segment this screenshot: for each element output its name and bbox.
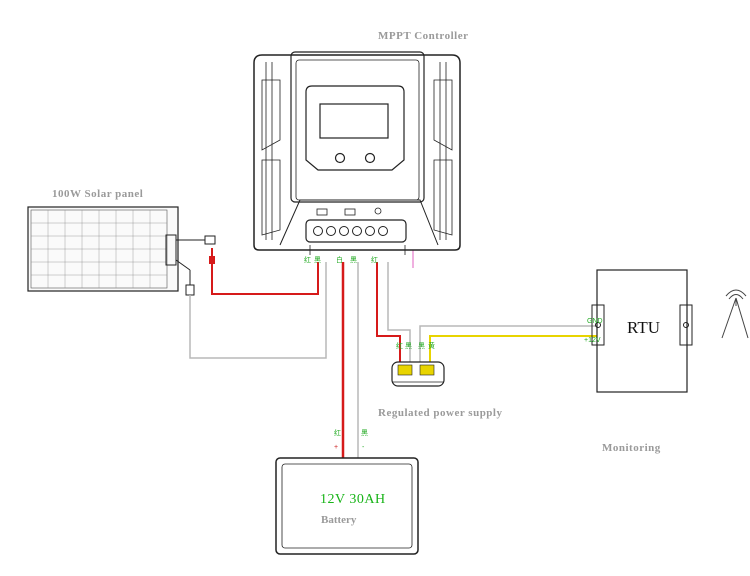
battery [275, 457, 419, 555]
tag-load-red: 红 [371, 257, 378, 264]
battery-label: Battery [321, 514, 357, 526]
solar-panel [27, 206, 216, 296]
tag-psu-black: 黑 [405, 343, 412, 350]
tag-bat-red: 红 [334, 430, 341, 437]
rtu-label: RTU [627, 318, 660, 337]
tag-battery-black: 黑 [350, 257, 357, 264]
tag-rtu-gnd: GND [587, 318, 603, 325]
wires [189, 248, 597, 460]
tag-solar-red: 红 [304, 257, 311, 264]
tag-psu-black2: 黑 [418, 343, 425, 350]
controller-label: MPPT Controller [378, 30, 469, 42]
rtu-unit [591, 269, 693, 393]
battery-spec: 12V 30AH [320, 492, 386, 507]
solar-panel-label: 100W Solar panel [52, 188, 144, 200]
tag-bat-plus: + [334, 444, 339, 451]
antenna-icon [721, 289, 749, 339]
power-supply-label: Regulated power supply [378, 407, 503, 419]
tag-psu-red: 红 [396, 343, 403, 350]
tag-rtu-12v: +12V [584, 337, 601, 344]
tag-psu-yellow: 黄 [428, 343, 435, 350]
monitoring-label: Monitoring [602, 442, 661, 454]
tag-bat-black: 黑 [361, 430, 368, 437]
tag-solar-black: 黑 [314, 257, 321, 264]
mppt-controller [253, 51, 461, 255]
tag-bat-minus: - [362, 444, 365, 451]
tag-battery-white: 白 [336, 257, 343, 264]
regulated-power-supply [391, 361, 445, 387]
